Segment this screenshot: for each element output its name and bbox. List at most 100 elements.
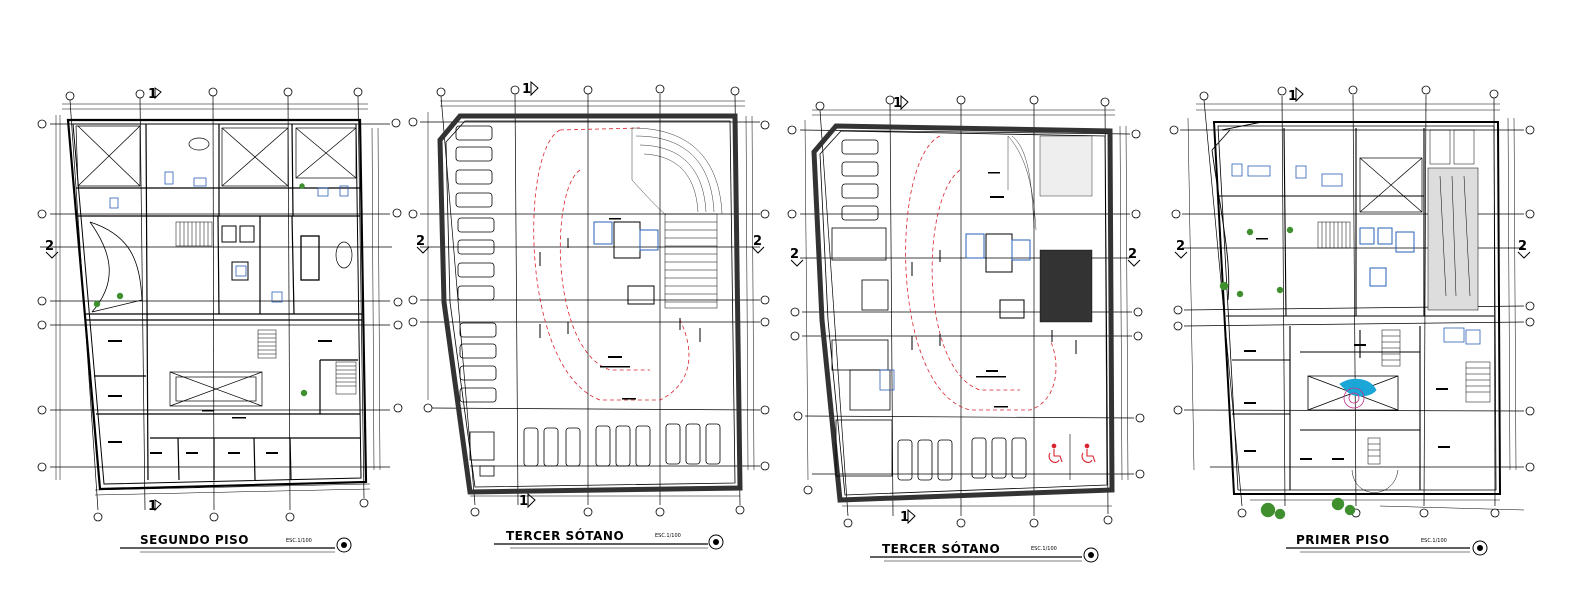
plan-tercer-sotano-a xyxy=(408,80,770,517)
ramp-straight xyxy=(664,213,718,309)
axis-label-left-4: 2 xyxy=(1176,239,1185,254)
title-block-segundo-piso: SEGUNDO PISO ESC.1/100 xyxy=(120,533,352,553)
axis-label-right-3: 2 xyxy=(1128,247,1137,262)
grid-bubbles-top xyxy=(815,95,1110,111)
labels xyxy=(976,172,1008,408)
grid-lines xyxy=(40,95,392,511)
labels xyxy=(600,218,636,400)
north-symbol xyxy=(708,534,724,550)
retaining-wall xyxy=(437,113,743,495)
office-desks xyxy=(109,171,349,303)
grid-bubbles-left xyxy=(408,117,433,413)
parking-stalls-bottom xyxy=(523,423,721,467)
accessible-parking-icons xyxy=(1048,434,1096,480)
plan-scale: ESC.1/100 xyxy=(655,533,681,539)
grid-bubbles-top xyxy=(1199,85,1499,101)
grid-bubbles-top xyxy=(436,84,740,97)
room-labels xyxy=(1244,238,1450,460)
axis-label-bottom-2: 1 xyxy=(519,494,528,509)
grid-bubbles-bottom xyxy=(843,515,1113,528)
interior-walls xyxy=(1218,127,1494,490)
vehicle-ramp xyxy=(1427,129,1479,311)
axis-label-bottom-3: 1 xyxy=(900,510,909,525)
axis-label-right-2: 2 xyxy=(753,234,762,249)
axis-label-right-4: 2 xyxy=(1518,239,1527,254)
plan-title: SEGUNDO PISO xyxy=(140,533,249,547)
plan-segundo-piso xyxy=(37,87,403,522)
atrium xyxy=(1307,375,1399,411)
north-symbol xyxy=(336,537,352,553)
axis-markers xyxy=(790,94,1141,525)
grid-bubbles-left xyxy=(1169,125,1183,415)
traffic-arrows xyxy=(911,250,1077,354)
title-block-tercer-sotano-a: TERCER SÓTANO ESC.1/100 xyxy=(494,528,724,550)
plan-title: TERCER SÓTANO xyxy=(506,528,624,543)
exterior-wall xyxy=(1212,121,1502,495)
north-symbol xyxy=(1472,540,1488,556)
service-rooms xyxy=(831,227,895,477)
core xyxy=(965,233,1031,319)
parking-stalls-left xyxy=(455,125,497,403)
conference-tables xyxy=(188,137,353,281)
grid-bubbles-right xyxy=(1131,129,1145,479)
grid-bubbles-right xyxy=(1525,125,1535,472)
room-labels xyxy=(108,340,332,454)
dimension-lines xyxy=(804,109,1129,507)
retaining-wall xyxy=(811,123,1115,503)
title-block-primer-piso: PRIMER PISO ESC.1/100 xyxy=(1286,533,1488,556)
plan-scale: ESC.1/100 xyxy=(286,538,312,544)
grid-bubbles-right xyxy=(760,120,770,471)
axis-label-left-1: 2 xyxy=(45,239,54,254)
axis-markers xyxy=(416,80,765,509)
dimension-lines xyxy=(427,100,755,497)
core xyxy=(593,221,659,305)
plants xyxy=(93,183,308,397)
traffic-arrows xyxy=(539,238,701,342)
office-desks xyxy=(1231,163,1481,345)
grid-bubbles-bottom xyxy=(93,498,369,522)
grid-bubbles-right xyxy=(391,118,403,413)
ramp-circulation xyxy=(905,135,1057,411)
axis-markers xyxy=(1174,86,1531,259)
fountain xyxy=(1339,378,1377,397)
axis-label-bottom-1: 1 xyxy=(148,499,157,514)
elevators xyxy=(221,225,255,281)
grid-lines xyxy=(420,93,761,506)
grid-bubbles-left xyxy=(787,125,813,495)
title-block-tercer-sotano-b: TERCER SÓTANO ESC.1/100 xyxy=(870,541,1099,563)
grid-bubbles-left xyxy=(37,119,47,472)
entrance-stair xyxy=(1351,437,1399,493)
plan-title: TERCER SÓTANO xyxy=(882,541,1000,556)
light-well xyxy=(1359,157,1423,213)
plants xyxy=(1219,226,1356,520)
axis-label-left-3: 2 xyxy=(790,247,799,262)
grid-bubbles-top xyxy=(65,87,363,101)
vehicle-ramp xyxy=(631,127,723,216)
grid-bubbles-bottom xyxy=(470,505,745,517)
dimension-lines xyxy=(1187,103,1525,511)
axis-label-top-4: 1 xyxy=(1288,89,1297,104)
stairs xyxy=(1317,221,1491,403)
light-wells xyxy=(75,125,357,407)
north-symbol xyxy=(1083,547,1099,563)
service-rooms xyxy=(469,431,495,477)
curved-skylight xyxy=(89,221,143,313)
parking-stalls-bottom xyxy=(897,437,1027,481)
exterior-wall xyxy=(66,118,368,491)
plan-primer-piso xyxy=(1169,85,1535,520)
axis-label-left-2: 2 xyxy=(416,234,425,249)
elevators xyxy=(1359,227,1415,287)
plan-tercer-sotano-b xyxy=(787,94,1145,528)
ramp-circulation xyxy=(533,127,690,401)
plan-scale: ESC.1/100 xyxy=(1421,538,1447,544)
axis-label-top-2: 1 xyxy=(522,82,531,97)
axis-label-top-1: 1 xyxy=(148,87,157,102)
plan-title: PRIMER PISO xyxy=(1296,533,1390,547)
axis-label-top-3: 1 xyxy=(893,96,902,111)
plan-scale: ESC.1/100 xyxy=(1031,546,1057,552)
curved-facade xyxy=(1211,121,1263,301)
parking-stalls-left xyxy=(841,139,879,221)
vehicle-ramp xyxy=(1007,135,1093,323)
axis-markers xyxy=(45,87,162,512)
